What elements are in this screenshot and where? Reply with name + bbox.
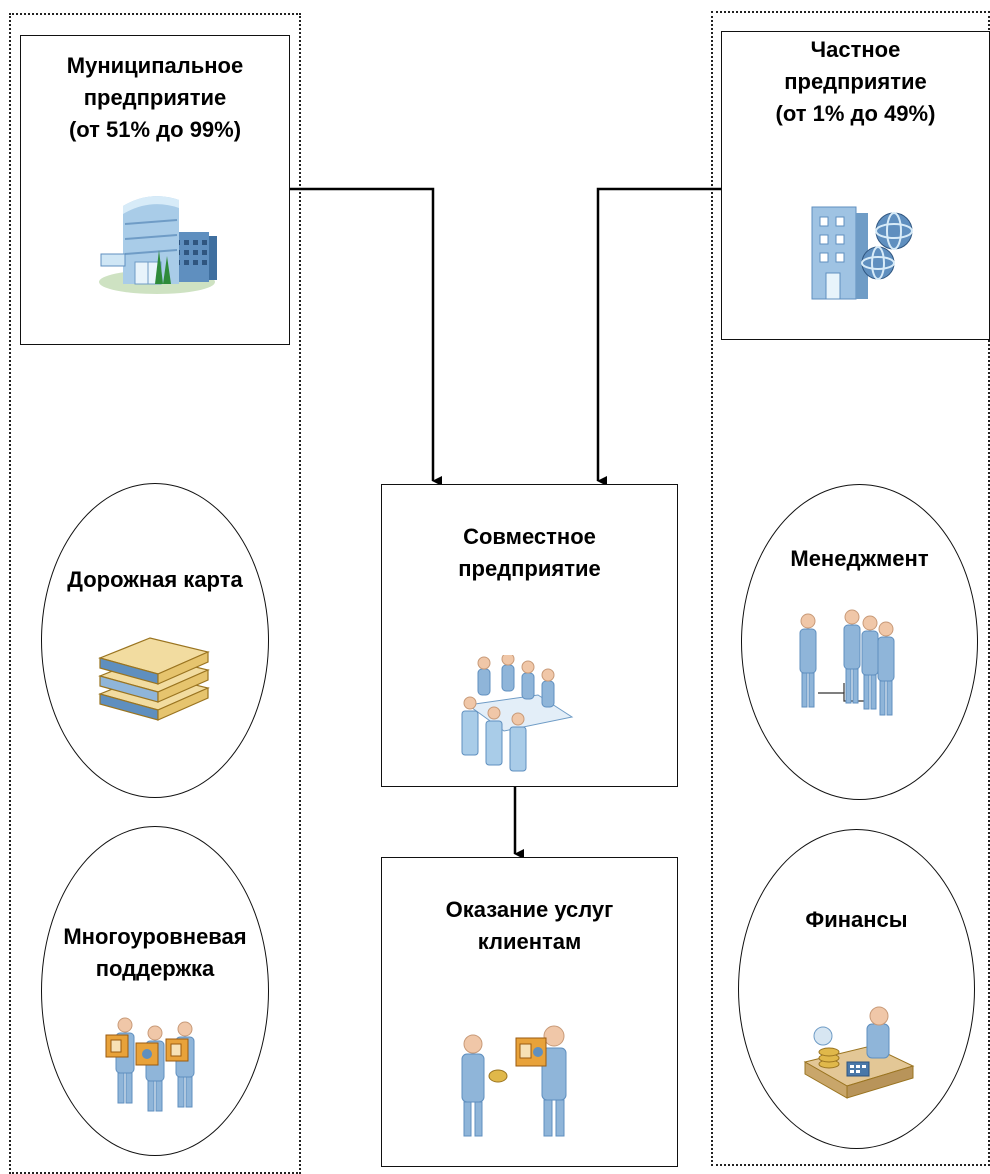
private-enterprise-title: Частное предприятие (от 1% до 49%) xyxy=(775,37,936,126)
private-enterprise-box: Частное предприятие (от 1% до 49%) xyxy=(721,31,990,340)
conference-meeting-icon xyxy=(461,655,574,772)
multilevel-support-ellipse: Многоуровневая поддержка xyxy=(41,826,269,1156)
municipal-enterprise-box: Муниципальное предприятие (от 51% до 99%… xyxy=(20,35,290,345)
municipal-group-frame xyxy=(9,13,301,1174)
private-group-frame xyxy=(711,11,990,1166)
finance-desk-icon xyxy=(803,1006,915,1099)
arrow-municipal-to-jv xyxy=(289,187,442,486)
multilevel-support-label: Многоуровневая поддержка xyxy=(63,924,247,981)
office-building-globe-icon xyxy=(811,206,913,300)
roadmap-ellipse: Дорожная карта xyxy=(41,483,269,798)
services-box: Оказание услуг клиентам xyxy=(381,857,678,1167)
joint-venture-title: Совместное предприятие xyxy=(458,524,601,581)
services-title: Оказание услуг клиентам xyxy=(445,897,614,954)
joint-venture-box: Совместное предприятие xyxy=(381,484,678,787)
books-stack-icon xyxy=(98,637,210,721)
arrow-private-to-jv xyxy=(596,187,722,486)
management-team-icon xyxy=(799,609,895,716)
management-label: Менеджмент xyxy=(790,546,929,571)
municipal-building-icon xyxy=(99,196,217,294)
management-ellipse: Менеджмент xyxy=(741,484,978,800)
finance-ellipse: Финансы xyxy=(738,829,975,1149)
roadmap-label: Дорожная карта xyxy=(67,567,243,592)
service-handover-icon xyxy=(461,1025,567,1137)
workers-with-boxes-icon xyxy=(105,1017,195,1112)
municipal-enterprise-title: Муниципальное предприятие (от 51% до 99%… xyxy=(66,53,244,142)
finance-label: Финансы xyxy=(805,907,908,932)
